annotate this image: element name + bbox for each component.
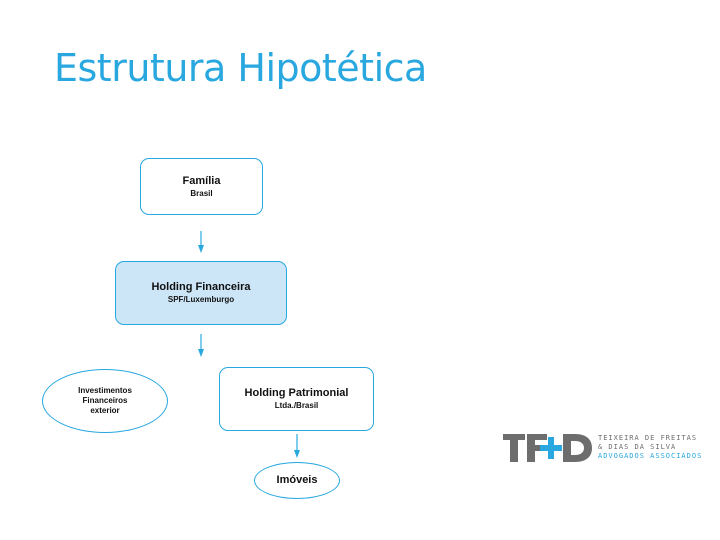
node-investimentos-line2: Financeiros xyxy=(82,396,128,405)
logo-line-3: ADVOGADOS ASSOCIADOS xyxy=(598,452,703,460)
node-investimentos-line1: Investimentos xyxy=(78,386,132,395)
logo-line-1: TEIXEIRA DE FREITAS xyxy=(598,434,698,442)
node-holding-patrimonial: Holding Patrimonial Ltda./Brasil xyxy=(219,367,374,431)
node-holding-financeira-sub: SPF/Luxemburgo xyxy=(167,295,235,304)
node-holding-patrimonial-name: Holding Patrimonial xyxy=(244,387,349,399)
slide-title: Estrutura Hipotética xyxy=(54,46,427,90)
node-familia: Família Brasil xyxy=(140,158,263,215)
node-imoveis-name: Imóveis xyxy=(276,474,318,486)
node-imoveis: Imóveis xyxy=(254,462,340,499)
node-holding-financeira: Holding Financeira SPF/Luxemburgo xyxy=(115,261,287,325)
logo-text: TEIXEIRA DE FREITAS & DIAS DA SILVA ADVO… xyxy=(598,434,702,461)
logo-line-2: & DIAS DA SILVA xyxy=(598,443,677,451)
logo-mark xyxy=(503,434,592,462)
node-familia-name: Família xyxy=(182,174,221,187)
node-investimentos-line3: exterior xyxy=(90,406,120,415)
node-holding-patrimonial-sub: Ltda./Brasil xyxy=(274,401,319,410)
node-investimentos: Investimentos Financeiros exterior xyxy=(42,369,168,433)
node-holding-financeira-name: Holding Financeira xyxy=(151,281,251,293)
node-familia-sub: Brasil xyxy=(190,188,213,198)
